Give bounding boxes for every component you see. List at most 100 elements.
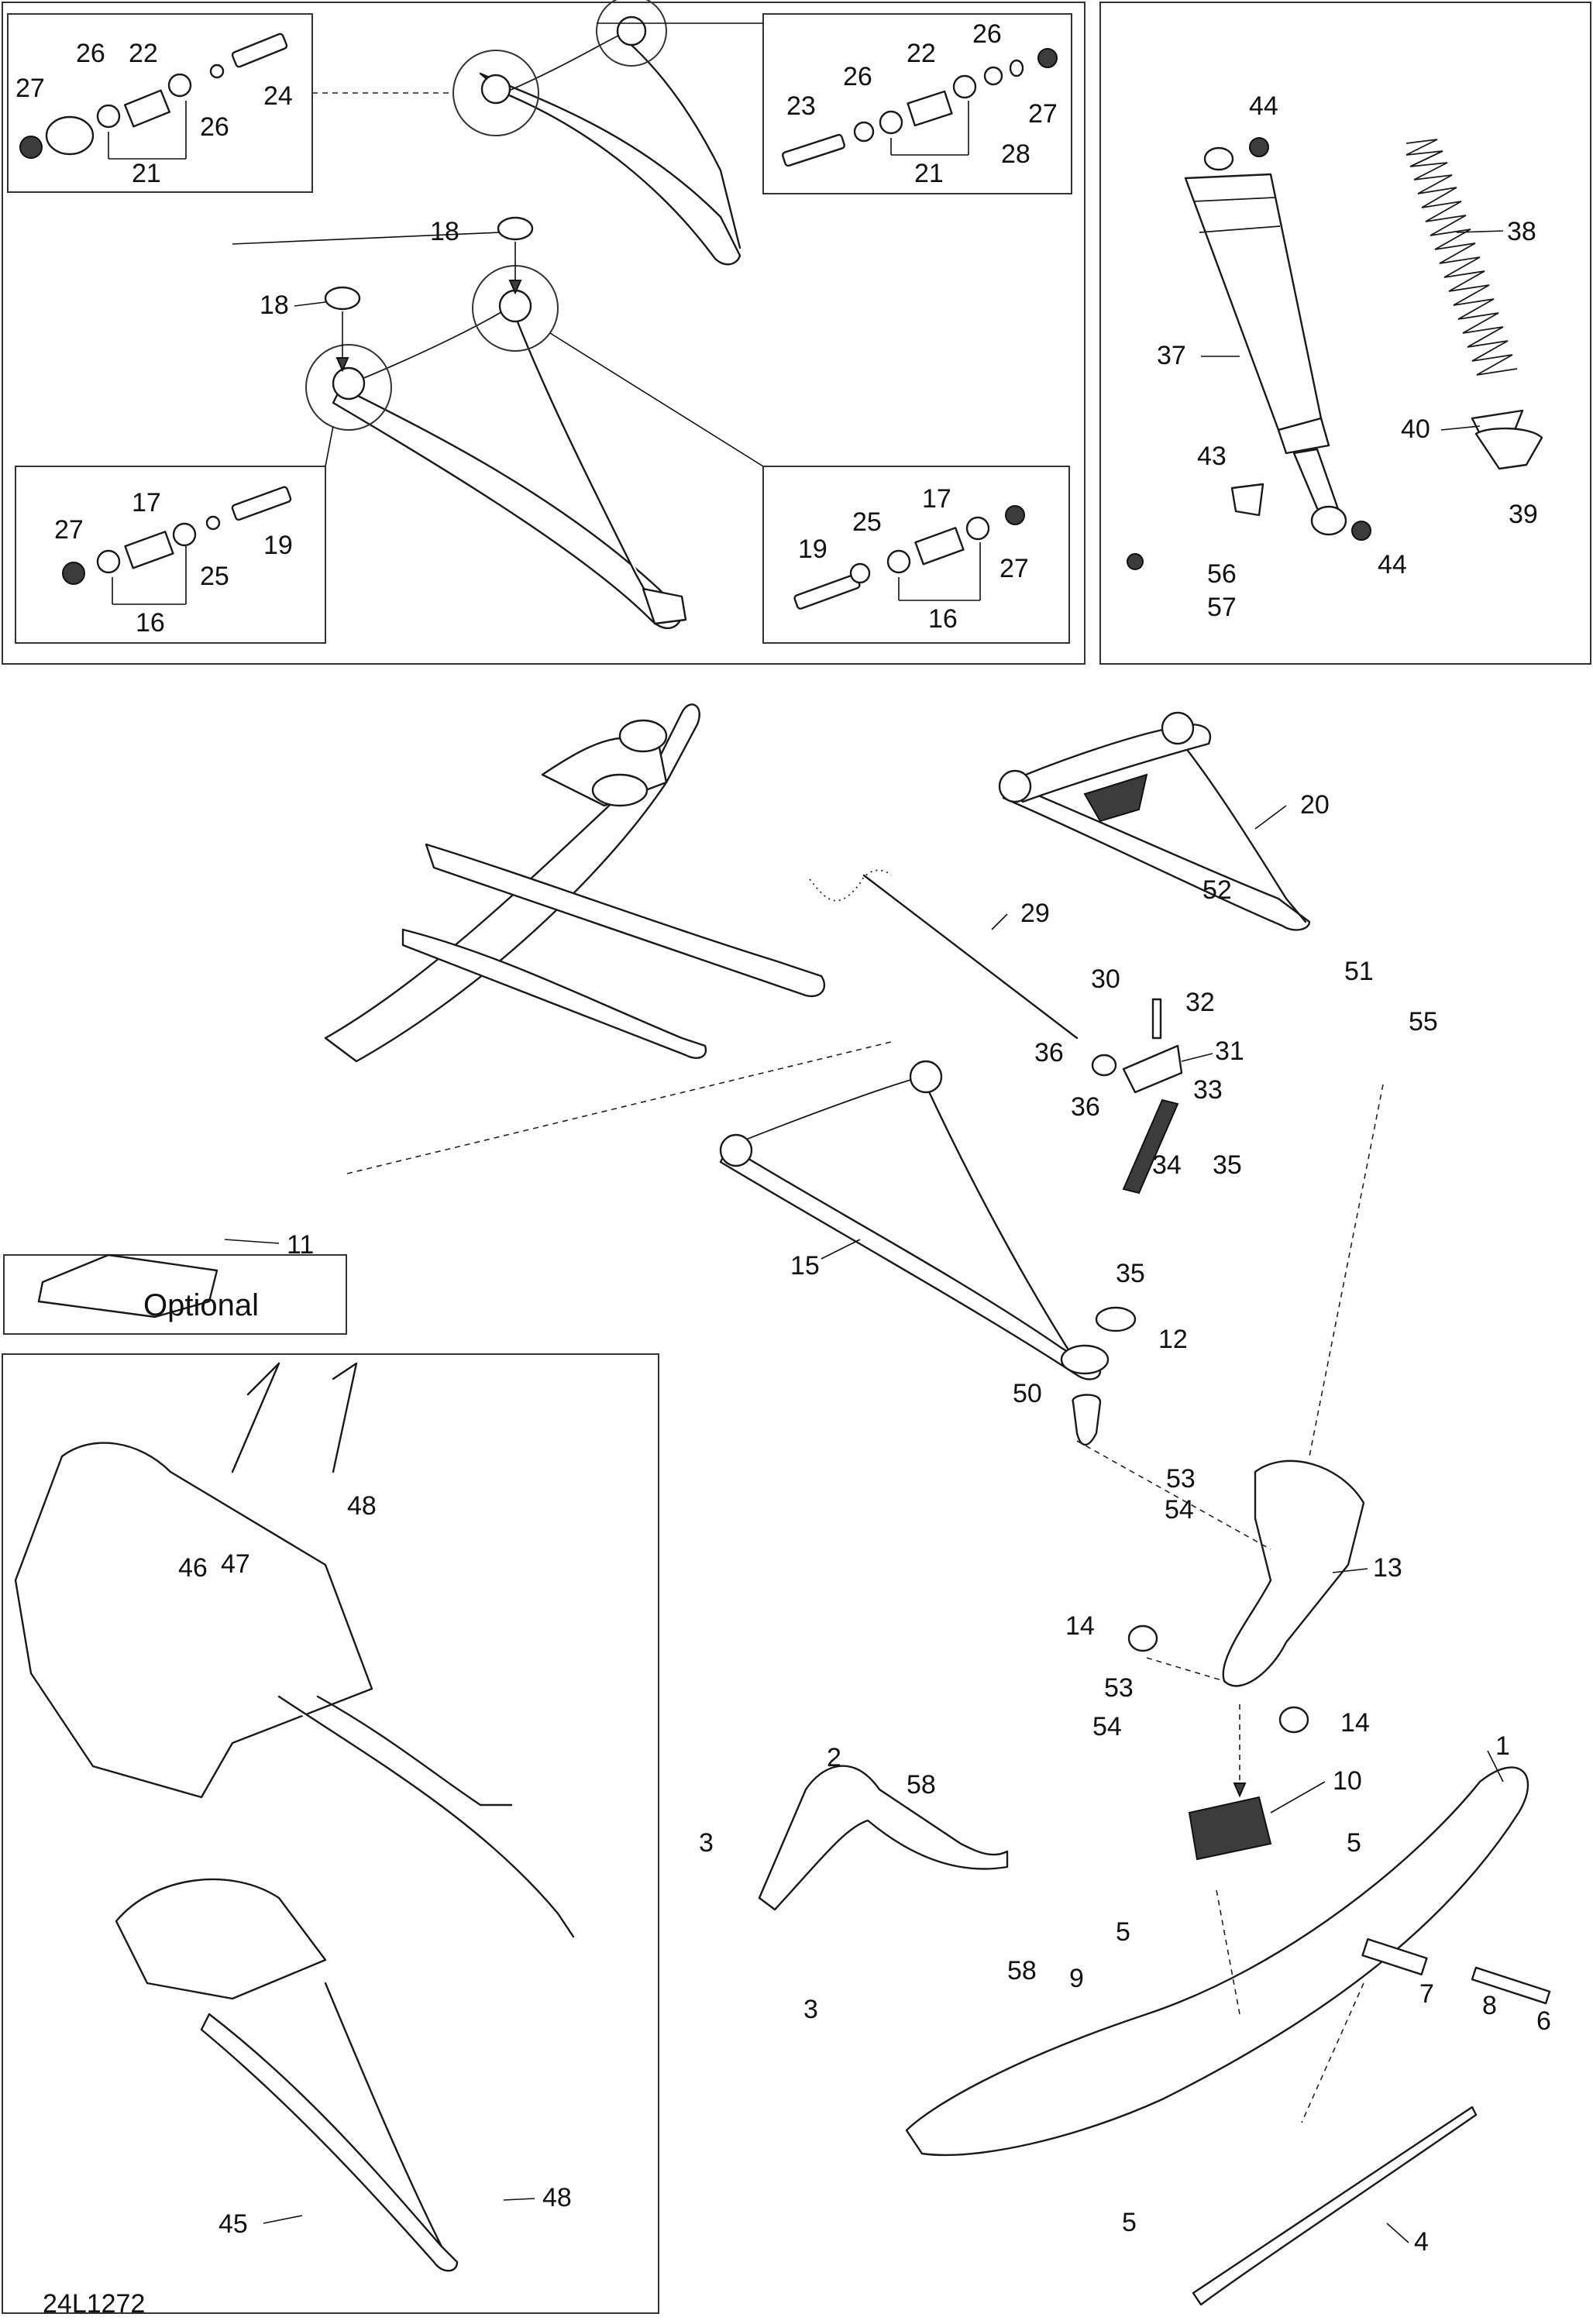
link-arm-34 bbox=[1122, 1098, 1179, 1195]
callout-54: 54 bbox=[1165, 1495, 1194, 1525]
callout-21: 21 bbox=[914, 159, 944, 188]
front-suspension-assembly-overview bbox=[324, 703, 826, 1063]
callout-12: 12 bbox=[1158, 1325, 1188, 1354]
callout-26: 26 bbox=[76, 39, 105, 68]
callout-58: 58 bbox=[1007, 1956, 1037, 1985]
callout-58: 58 bbox=[907, 1770, 936, 1800]
upper-a-arm-20 bbox=[998, 711, 1311, 931]
panel-frame-mounting bbox=[2, 1353, 659, 2314]
shock-nut-44-top bbox=[1249, 137, 1269, 157]
callout-53: 53 bbox=[1166, 1464, 1196, 1494]
callout-15: 15 bbox=[790, 1251, 820, 1281]
callout-5: 5 bbox=[1347, 1828, 1361, 1858]
callout-10: 10 bbox=[1333, 1766, 1362, 1796]
callout-6: 6 bbox=[1536, 2006, 1551, 2036]
callout-48: 48 bbox=[347, 1491, 377, 1521]
callout-20: 20 bbox=[1300, 790, 1330, 820]
shock-absorber-37 bbox=[1184, 146, 1347, 536]
callout-48: 48 bbox=[542, 2183, 572, 2212]
callout-25: 25 bbox=[200, 562, 229, 591]
sway-bar-link-29 bbox=[862, 874, 1079, 1040]
callout-26: 26 bbox=[200, 112, 229, 142]
callout-2: 2 bbox=[827, 1743, 841, 1772]
callout-8: 8 bbox=[1482, 1991, 1497, 2020]
callout-19: 19 bbox=[263, 531, 293, 560]
shock-nut-56 bbox=[1127, 553, 1144, 570]
callout-3: 3 bbox=[699, 1828, 714, 1858]
callout-32: 32 bbox=[1185, 988, 1215, 1017]
spacer-18-lower bbox=[324, 286, 361, 373]
callout-54: 54 bbox=[1092, 1712, 1122, 1741]
detail-box-lower-right bbox=[762, 466, 1070, 644]
callout-13: 13 bbox=[1373, 1553, 1402, 1583]
callout-29: 29 bbox=[1020, 899, 1050, 928]
shock-clip-43 bbox=[1230, 483, 1264, 517]
ski-runner-4 bbox=[1192, 2106, 1478, 2306]
callout-3: 3 bbox=[803, 1995, 818, 2024]
bolt-32 bbox=[1151, 998, 1162, 1040]
callout-33: 33 bbox=[1193, 1075, 1223, 1105]
callout-27: 27 bbox=[15, 74, 45, 103]
callout-44: 44 bbox=[1249, 91, 1278, 121]
callout-14: 14 bbox=[1340, 1708, 1370, 1738]
bushing-14-right bbox=[1278, 1706, 1309, 1734]
callout-44: 44 bbox=[1378, 550, 1407, 579]
callout-18: 18 bbox=[260, 290, 289, 320]
callout-17: 17 bbox=[922, 484, 951, 514]
callout-11: 11 bbox=[287, 1230, 314, 1260]
callout-16: 16 bbox=[928, 604, 958, 634]
optional-part-box bbox=[3, 1254, 347, 1335]
callout-26: 26 bbox=[843, 62, 872, 91]
callout-24: 24 bbox=[263, 81, 293, 111]
callout-30: 30 bbox=[1091, 964, 1120, 994]
ski-spacer-7 bbox=[1361, 1937, 1428, 1976]
detail-box-upper-left bbox=[7, 13, 313, 193]
optional-bracket-11 bbox=[37, 1253, 218, 1318]
callout-31: 31 bbox=[1215, 1037, 1244, 1066]
shock-nut-44-bottom bbox=[1351, 521, 1371, 541]
callout-5: 5 bbox=[1122, 2208, 1137, 2237]
detail-box-upper-right bbox=[762, 13, 1072, 194]
panel-shock-absorber bbox=[1099, 2, 1591, 665]
spring-retainer-39 bbox=[1474, 427, 1543, 470]
callout-35: 35 bbox=[1116, 1259, 1145, 1288]
callout-47: 47 bbox=[221, 1549, 250, 1579]
callout-35: 35 bbox=[1213, 1150, 1242, 1180]
callout-56: 56 bbox=[1207, 559, 1237, 589]
spacer-18-upper bbox=[497, 216, 534, 295]
callout-36: 36 bbox=[1071, 1092, 1100, 1122]
callout-36: 36 bbox=[1034, 1038, 1064, 1067]
callout-34: 34 bbox=[1152, 1150, 1182, 1180]
ball-joint-50 bbox=[1072, 1394, 1102, 1446]
upper-arm-pivot-zoom-right bbox=[596, 0, 667, 67]
retaining-ring-12 bbox=[1095, 1306, 1137, 1332]
ski-handle-2 bbox=[758, 1765, 1009, 1911]
bushing-30 bbox=[1091, 1054, 1117, 1077]
callout-57: 57 bbox=[1207, 593, 1237, 622]
bushing-stack-upper-right bbox=[782, 48, 1058, 167]
bracket-31 bbox=[1122, 1044, 1183, 1094]
callout-7: 7 bbox=[1419, 1979, 1434, 2009]
callout-27: 27 bbox=[999, 554, 1029, 583]
callout-50: 50 bbox=[1013, 1379, 1042, 1408]
bushing-stack-lower-left bbox=[62, 486, 292, 605]
callout-23: 23 bbox=[786, 91, 816, 121]
upper-arm-pivot-zoom-left bbox=[452, 50, 539, 136]
callout-19: 19 bbox=[798, 535, 827, 564]
figure-reference: 24L1272 bbox=[43, 2289, 145, 2319]
callout-leaders bbox=[224, 230, 1504, 2243]
lower-arm-pivot-zoom-left bbox=[305, 344, 392, 431]
callout-52: 52 bbox=[1202, 875, 1232, 905]
bushing-stack-lower-right bbox=[793, 505, 1025, 610]
callout-21: 21 bbox=[132, 159, 161, 188]
callout-1: 1 bbox=[1495, 1731, 1510, 1761]
upper-a-arm-detail bbox=[479, 15, 741, 266]
callout-38: 38 bbox=[1507, 217, 1536, 246]
ski-wear-block-10 bbox=[1188, 1796, 1272, 1861]
optional-label: Optional bbox=[143, 1288, 259, 1322]
callout-28: 28 bbox=[1001, 139, 1030, 169]
callout-53: 53 bbox=[1104, 1673, 1134, 1703]
callout-9: 9 bbox=[1069, 1964, 1084, 1993]
callout-22: 22 bbox=[129, 39, 158, 68]
callout-27: 27 bbox=[1028, 99, 1058, 129]
